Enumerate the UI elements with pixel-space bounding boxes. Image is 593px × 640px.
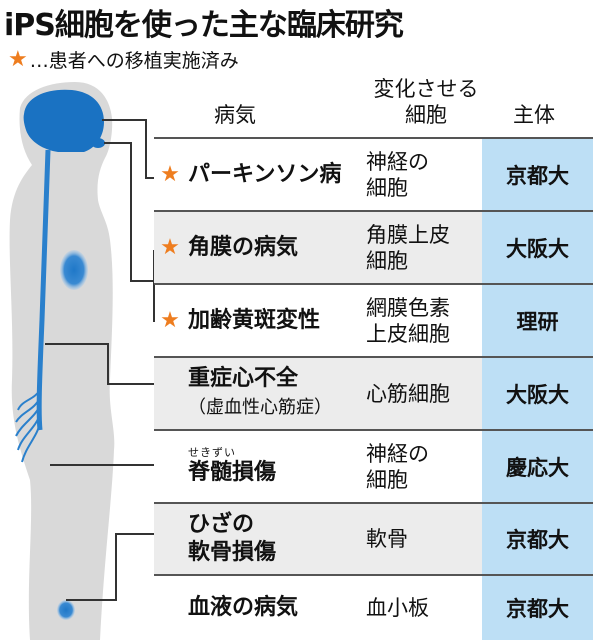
body-silhouette bbox=[9, 82, 115, 640]
disease-name: 血液の病気 bbox=[188, 595, 299, 620]
organization: 京都大 bbox=[482, 504, 593, 574]
star-icon: ★ bbox=[160, 161, 180, 187]
legend: ★ …患者への移植実施済み bbox=[8, 46, 239, 72]
organization: 京都大 bbox=[482, 576, 593, 640]
cell-type: 神経の 細胞 bbox=[366, 149, 429, 200]
disease-main: 重症心不全 bbox=[188, 366, 299, 391]
table-row: ひざの 軟骨損傷 軟骨 京都大 bbox=[154, 504, 593, 574]
star-icon: ★ bbox=[160, 307, 180, 333]
organization: 大阪大 bbox=[482, 212, 593, 283]
row-divider bbox=[154, 283, 593, 285]
organization: 慶応大 bbox=[482, 431, 593, 502]
table-row: 重症心不全 （虚血性心筋症） 心筋細胞 大阪大 bbox=[154, 358, 593, 429]
table-row: ★ 加齢黄斑変性 網膜色素 上皮細胞 理研 bbox=[154, 285, 593, 356]
disease-name: 加齢黄斑変性 bbox=[188, 307, 321, 333]
furigana: せきずい bbox=[188, 445, 236, 459]
cell-type: 血小板 bbox=[366, 596, 429, 620]
cell-type: 角膜上皮 細胞 bbox=[366, 222, 450, 273]
star-icon: ★ bbox=[160, 234, 180, 260]
disease-cell: 血液の病気 bbox=[154, 576, 362, 640]
cell-type: 神経の 細胞 bbox=[366, 441, 429, 492]
organization: 大阪大 bbox=[482, 358, 593, 429]
disease-subtitle: （虚血性心筋症） bbox=[188, 397, 332, 418]
disease-name: ひざの 軟骨損傷 bbox=[188, 512, 277, 565]
star-icon: ★ bbox=[8, 46, 28, 72]
legend-text: …患者への移植実施済み bbox=[29, 49, 239, 72]
cell-type: 心筋細胞 bbox=[366, 381, 450, 406]
eye bbox=[91, 138, 105, 148]
header-org: 主体 bbox=[513, 103, 555, 127]
row-divider bbox=[154, 137, 593, 139]
disease-cell: せきずい 脊髄損傷 bbox=[154, 431, 362, 502]
disease-cell: ★ パーキンソン病 bbox=[154, 139, 362, 210]
cell-type: 軟骨 bbox=[366, 527, 408, 551]
cell-type: 網膜色素 上皮細胞 bbox=[366, 295, 450, 346]
spinal-cord bbox=[36, 149, 51, 431]
heart bbox=[60, 250, 88, 290]
disease-name: 重症心不全 （虚血性心筋症） bbox=[154, 365, 332, 422]
row-divider bbox=[154, 502, 593, 504]
nerves bbox=[15, 389, 41, 463]
disease-name: パーキンソン病 bbox=[188, 161, 342, 187]
table-row: ★ パーキンソン病 神経の 細胞 京都大 bbox=[154, 139, 593, 210]
disease-cell: 重症心不全 （虚血性心筋症） bbox=[154, 358, 362, 429]
table-row: ★ 角膜の病気 角膜上皮 細胞 大阪大 bbox=[154, 212, 593, 283]
row-divider bbox=[154, 356, 593, 358]
disease-cell: ★ 角膜の病気 bbox=[154, 212, 362, 283]
disease-cell: ひざの 軟骨損傷 bbox=[154, 504, 362, 574]
header-cell: 変化させる 細胞 bbox=[373, 77, 479, 127]
disease-main: 脊髄損傷 bbox=[188, 459, 277, 485]
row-divider bbox=[154, 574, 593, 576]
header-disease: 病気 bbox=[214, 103, 256, 127]
table-row: せきずい 脊髄損傷 神経の 細胞 慶応大 bbox=[154, 431, 593, 502]
page-title: iPS細胞を使った主な臨床研究 bbox=[4, 8, 404, 43]
knee bbox=[57, 600, 75, 620]
row-divider bbox=[154, 210, 593, 212]
brain bbox=[23, 89, 104, 152]
connector-lines bbox=[45, 119, 155, 601]
organization: 京都大 bbox=[482, 139, 593, 210]
table-row: 血液の病気 血小板 京都大 bbox=[154, 576, 593, 640]
disease-name: せきずい 脊髄損傷 bbox=[154, 445, 277, 487]
row-divider bbox=[154, 429, 593, 431]
disease-cell: ★ 加齢黄斑変性 bbox=[154, 285, 362, 356]
organization: 理研 bbox=[482, 285, 593, 356]
disease-name: 角膜の病気 bbox=[188, 234, 299, 260]
